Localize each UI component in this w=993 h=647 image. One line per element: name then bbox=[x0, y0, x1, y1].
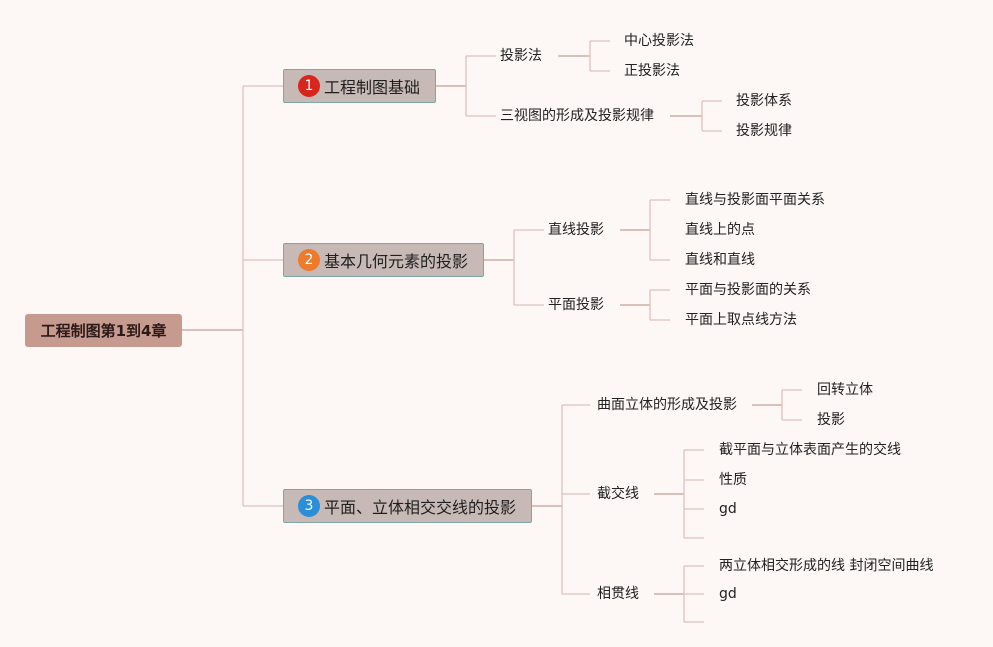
leaf-properties[interactable]: 性质 bbox=[719, 472, 747, 488]
leaf-projection-rules[interactable]: 投影规律 bbox=[736, 123, 792, 139]
subtopic-curved-solids[interactable]: 曲面立体的形成及投影 bbox=[597, 397, 737, 413]
subtopic-section-line[interactable]: 截交线 bbox=[597, 486, 639, 502]
topic-3[interactable]: 3 平面、立体相交交线的投影 bbox=[283, 489, 532, 523]
leaf-revolved-solid[interactable]: 回转立体 bbox=[817, 382, 873, 398]
leaf-central-projection[interactable]: 中心投影法 bbox=[624, 33, 694, 49]
leaf-plane-relation[interactable]: 平面与投影面的关系 bbox=[685, 282, 811, 298]
leaf-intersection-definition[interactable]: 两立体相交形成的线 封闭空间曲线 bbox=[719, 558, 934, 574]
topic-label: 基本几何元素的投影 bbox=[324, 252, 469, 271]
topic-1[interactable]: 1 工程制图基础 bbox=[283, 69, 436, 103]
topic-2[interactable]: 2 基本几何元素的投影 bbox=[283, 243, 484, 277]
leaf-gd[interactable]: gd bbox=[719, 501, 737, 517]
number-badge-3: 3 bbox=[298, 495, 320, 517]
leaf-line-and-line[interactable]: 直线和直线 bbox=[685, 252, 755, 268]
topic-label: 平面、立体相交交线的投影 bbox=[324, 498, 517, 517]
subtopic-plane-projection[interactable]: 平面投影 bbox=[548, 297, 604, 313]
subtopic-three-views[interactable]: 三视图的形成及投影规律 bbox=[500, 108, 654, 124]
leaf-section-definition[interactable]: 截平面与立体表面产生的交线 bbox=[719, 442, 901, 458]
leaf-gd[interactable]: gd bbox=[719, 586, 737, 602]
leaf-projection-system[interactable]: 投影体系 bbox=[736, 93, 792, 109]
subtopic-intersection-line[interactable]: 相贯线 bbox=[597, 586, 639, 602]
leaf-line-plane-relation[interactable]: 直线与投影面平面关系 bbox=[685, 192, 825, 208]
subtopic-line-projection[interactable]: 直线投影 bbox=[548, 222, 604, 238]
root-topic[interactable]: 工程制图第1到4章 bbox=[25, 314, 182, 347]
leaf-point-on-line[interactable]: 直线上的点 bbox=[685, 222, 755, 238]
number-badge-1: 1 bbox=[298, 75, 320, 97]
number-badge-2: 2 bbox=[298, 249, 320, 271]
leaf-projection[interactable]: 投影 bbox=[817, 412, 845, 428]
leaf-orthographic-projection[interactable]: 正投影法 bbox=[624, 63, 680, 79]
topic-label: 工程制图基础 bbox=[324, 78, 421, 97]
subtopic-projection-method[interactable]: 投影法 bbox=[500, 48, 542, 64]
leaf-point-line-on-plane[interactable]: 平面上取点线方法 bbox=[685, 312, 797, 328]
